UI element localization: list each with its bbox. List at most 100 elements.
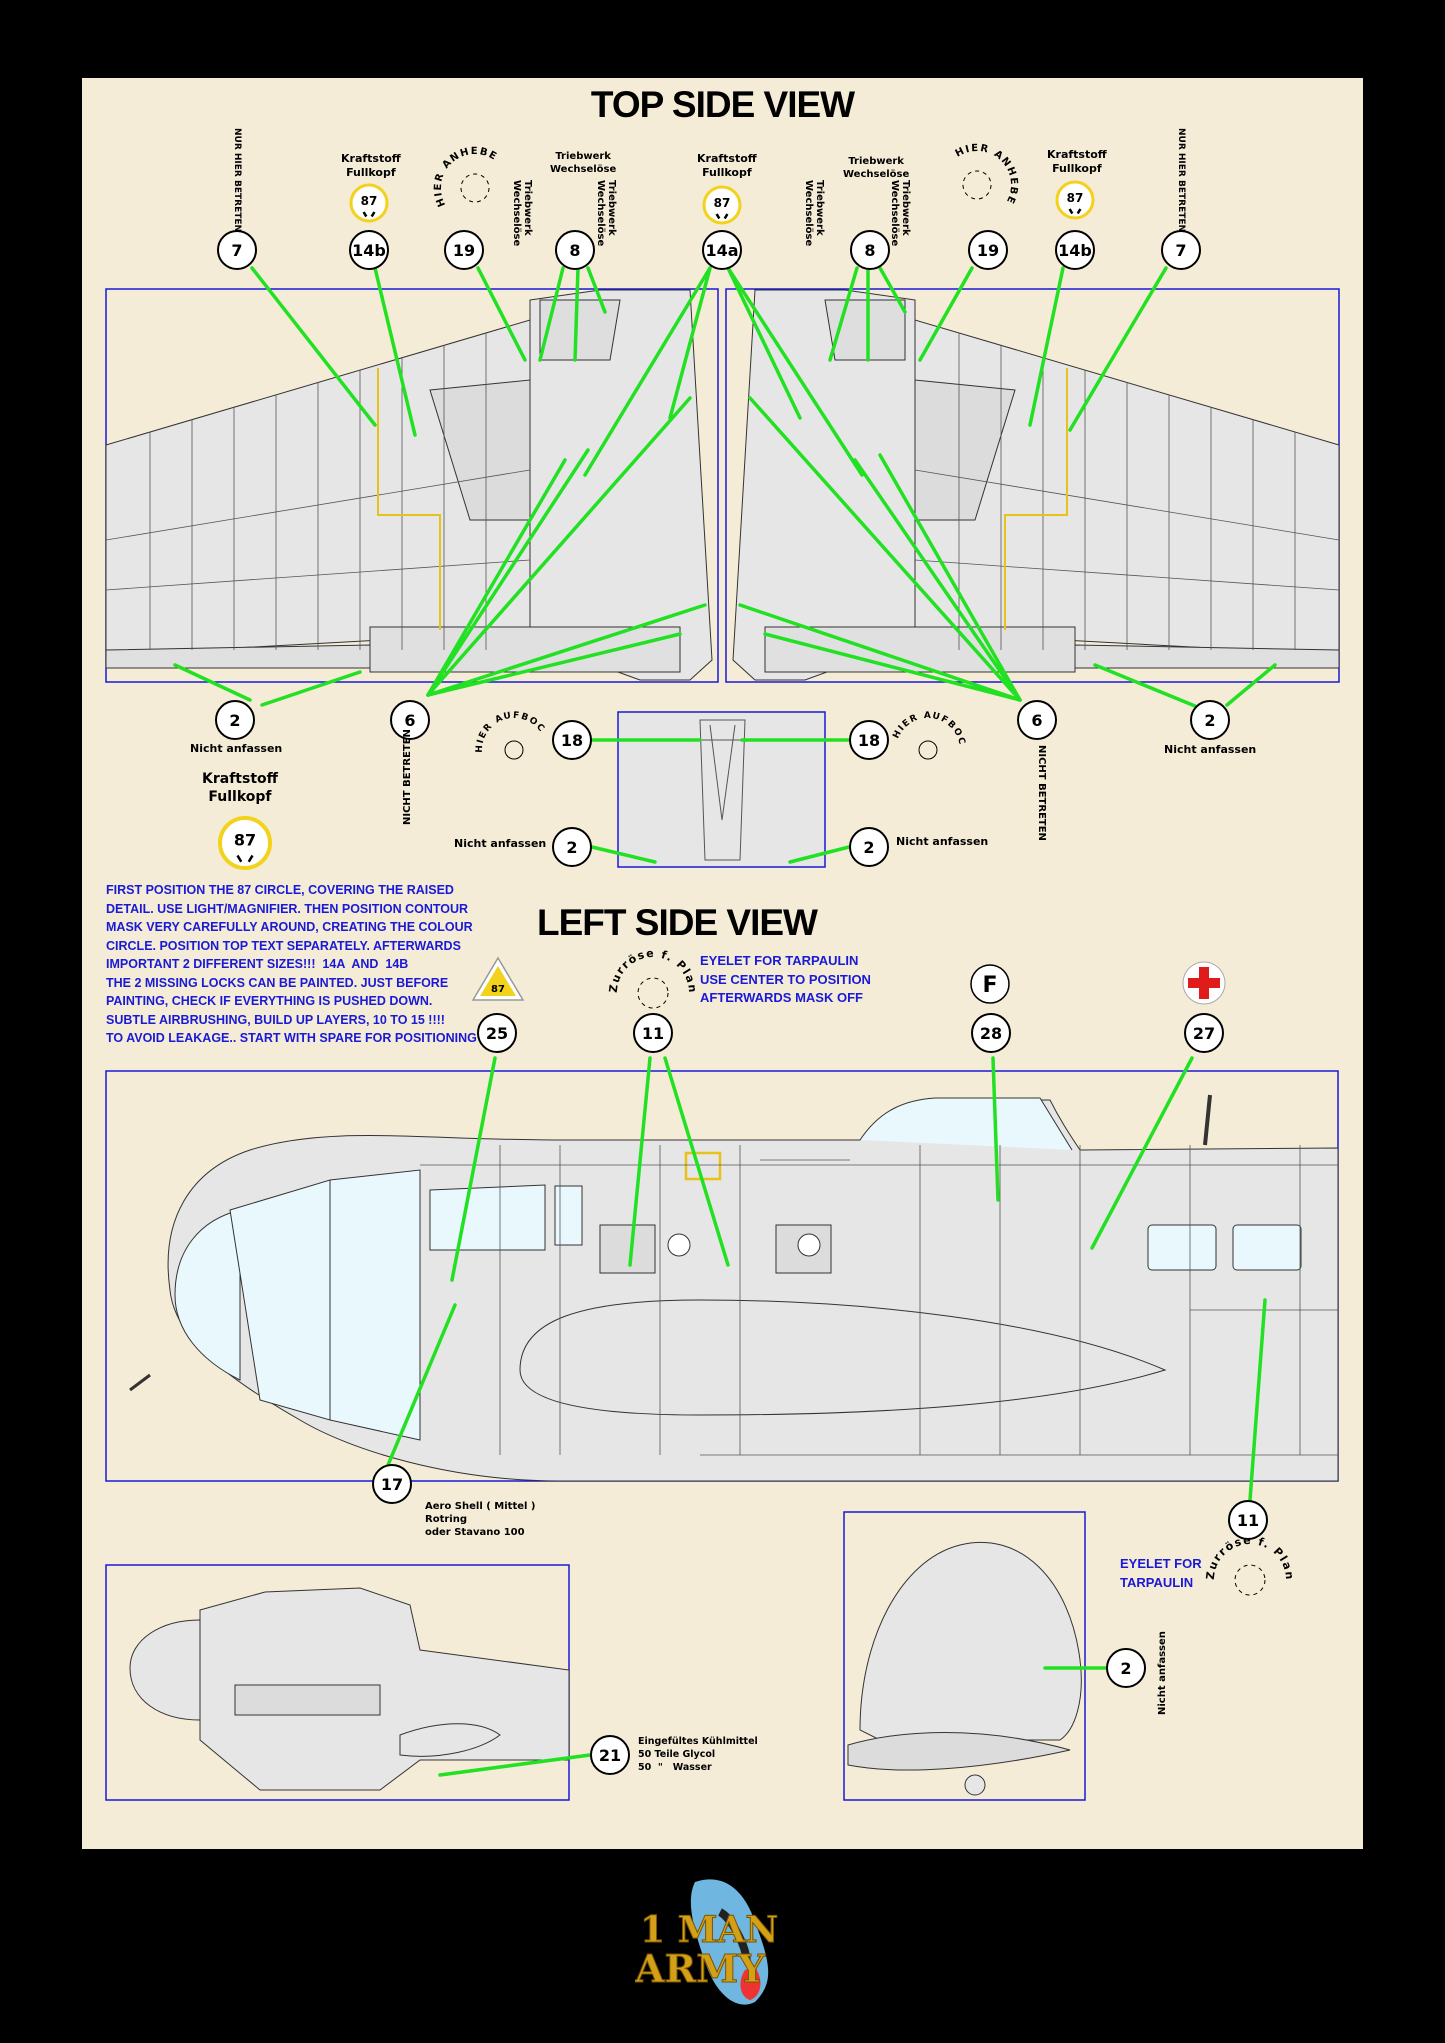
- top-callout-18: 18: [552, 720, 592, 760]
- eyelet-note-tail: EYELET FOR TARPAULIN: [1120, 1556, 1202, 1590]
- fuel-filler-ring-center: 87: [702, 185, 742, 225]
- leader-line: [438, 1753, 592, 1777]
- top-callout-19: 19: [444, 230, 484, 270]
- kraftstoff-label-center: Kraftstoff Fullkopf: [697, 152, 757, 179]
- leader-line: [763, 632, 1022, 702]
- leader-line: [663, 1056, 730, 1267]
- top-callout-8: 8: [555, 230, 595, 270]
- leader-line: [583, 266, 712, 477]
- top-callout-7: 7: [1161, 230, 1201, 270]
- nicht-betreten-left: NICHT BETRETEN: [402, 729, 413, 825]
- leader-line: [628, 1056, 652, 1267]
- side-callout-27: 27: [1184, 1013, 1224, 1053]
- svg-text:87: 87: [361, 194, 378, 208]
- svg-text:87: 87: [234, 830, 256, 849]
- wing-root: [519, 1299, 1167, 1416]
- triebwerk-vertical-4: Triebwerk Wechselöse: [889, 180, 911, 247]
- nicht-anfassen-1: Nicht anfassen: [190, 742, 283, 755]
- side-callout-25: 25: [477, 1013, 517, 1053]
- leader-line: [853, 458, 1022, 702]
- leader-line: [991, 1056, 1000, 1202]
- leader-line: [918, 266, 974, 362]
- top-callout-7: 7: [217, 230, 257, 270]
- tail-frame: [843, 1511, 1086, 1801]
- nur-hier-betreten-right: NUR HIER BETRETEN: [1176, 128, 1186, 233]
- leader-line: [250, 266, 377, 427]
- leader-line: [538, 266, 565, 362]
- tail-top-frame: [617, 711, 826, 868]
- side-callout-28: 28: [971, 1013, 1011, 1053]
- top-callout-2: 2: [552, 827, 592, 867]
- leader-line: [828, 266, 859, 362]
- fuel-filler-ring-left: 87: [349, 183, 389, 223]
- top-callout-14b: 14b: [349, 230, 389, 270]
- top-callout-18: 18: [849, 720, 889, 760]
- red-cross-icon: [1188, 967, 1220, 999]
- leader-line: [738, 603, 1022, 702]
- instructions-text: FIRST POSITION THE 87 CIRCLE, COVERING T…: [106, 883, 477, 1045]
- side-view-title: LEFT SIDE VIEW: [537, 902, 818, 943]
- jack-point-circle-right: [918, 740, 938, 760]
- leader-line: [426, 458, 567, 697]
- triebwerk-label-left: Triebwerk Wechselöse: [550, 151, 617, 175]
- leader-line: [426, 632, 682, 697]
- kuhlmittel-note: Eingefültes Kühlmittel 50 Teile Glycol 5…: [638, 1736, 758, 1773]
- kraftstoff-label-large: Kraftstoff Fullkopf: [202, 771, 278, 805]
- svg-text:87: 87: [1067, 191, 1084, 205]
- tail-fin: [859, 1541, 1082, 1741]
- fuel-filler-ring-large: 87: [218, 816, 272, 870]
- leader-line: [426, 396, 692, 697]
- leader-line: [450, 1056, 497, 1282]
- top-callout-2: 2: [849, 827, 889, 867]
- leader-line: [726, 266, 864, 477]
- lifting-point-circle-left: [460, 173, 490, 203]
- leader-line: [878, 453, 1022, 702]
- nur-hier-betreten-left: NUR HIER BETRETEN: [232, 128, 242, 233]
- jack-point-circle-left: [504, 740, 524, 760]
- top-view-title: TOP SIDE VIEW: [590, 84, 855, 125]
- lifting-point-circle-right: [962, 170, 992, 200]
- triebwerk-vertical-1: Triebwerk Wechselöse: [511, 180, 533, 247]
- side-callout-11: 11: [633, 1013, 673, 1053]
- hier-anheben-left: HIER ANHEBEN: [0, 0, 499, 208]
- leader-line: [748, 396, 1022, 702]
- logo-line-1: 1 MAN: [640, 1909, 778, 1951]
- decal-instruction-sheet: TOP SIDE VIEW LEFT SIDE VIEW: [82, 78, 1363, 1849]
- top-callout-2: 2: [1190, 700, 1230, 740]
- eyelet-circle-tail: [1234, 1564, 1266, 1596]
- leader-line: [878, 266, 907, 314]
- nicht-betreten-right: NICHT BETRETEN: [1036, 745, 1047, 841]
- leader-line: [590, 845, 657, 864]
- leader-line: [1068, 266, 1168, 432]
- side-callout-17: 17: [372, 1464, 412, 1504]
- triebwerk-vertical-3: Triebwerk Wechselöse: [803, 180, 825, 247]
- kraftstoff-label-left: Kraftstoff Fullkopf: [341, 152, 401, 179]
- side-callout-21: 21: [590, 1735, 630, 1775]
- leader-line: [426, 603, 707, 697]
- nicht-anfassen-2: Nicht anfassen: [1164, 743, 1257, 756]
- leader-line: [1225, 663, 1277, 707]
- svg-text:87: 87: [714, 196, 731, 210]
- aero-shell-note: Aero Shell ( Mittel ) Rotring oder Stava…: [425, 1501, 536, 1538]
- nicht-anfassen-3: Nicht anfassen: [454, 837, 547, 850]
- leader-line: [373, 266, 417, 437]
- nicht-anfassen-tail: Nicht anfassen: [1157, 1631, 1168, 1715]
- nicht-anfassen-4: Nicht anfassen: [896, 835, 989, 848]
- top-callout-19: 19: [968, 230, 1008, 270]
- one-man-army-logo: 1 MAN ARMY: [635, 1879, 779, 2005]
- leader-line: [668, 266, 712, 420]
- leader-line: [1028, 266, 1065, 427]
- top-callout-14a: 14a: [702, 230, 742, 270]
- leader-line: [476, 266, 527, 362]
- leader-lines: [173, 266, 1277, 1777]
- side-callout-11: 11: [1228, 1500, 1268, 1540]
- fuel-filler-ring-right: 87: [1055, 180, 1095, 220]
- eyelet-circle-top: [637, 977, 669, 1009]
- logo-line-2: ARMY: [635, 1946, 766, 1991]
- triebwerk-label-right: Triebwerk Wechselöse: [843, 156, 910, 180]
- side-callout-2: 2: [1106, 1648, 1146, 1688]
- leader-line: [386, 1303, 457, 1467]
- triangle-marker-text: 87: [491, 984, 505, 995]
- leader-line: [1093, 663, 1197, 708]
